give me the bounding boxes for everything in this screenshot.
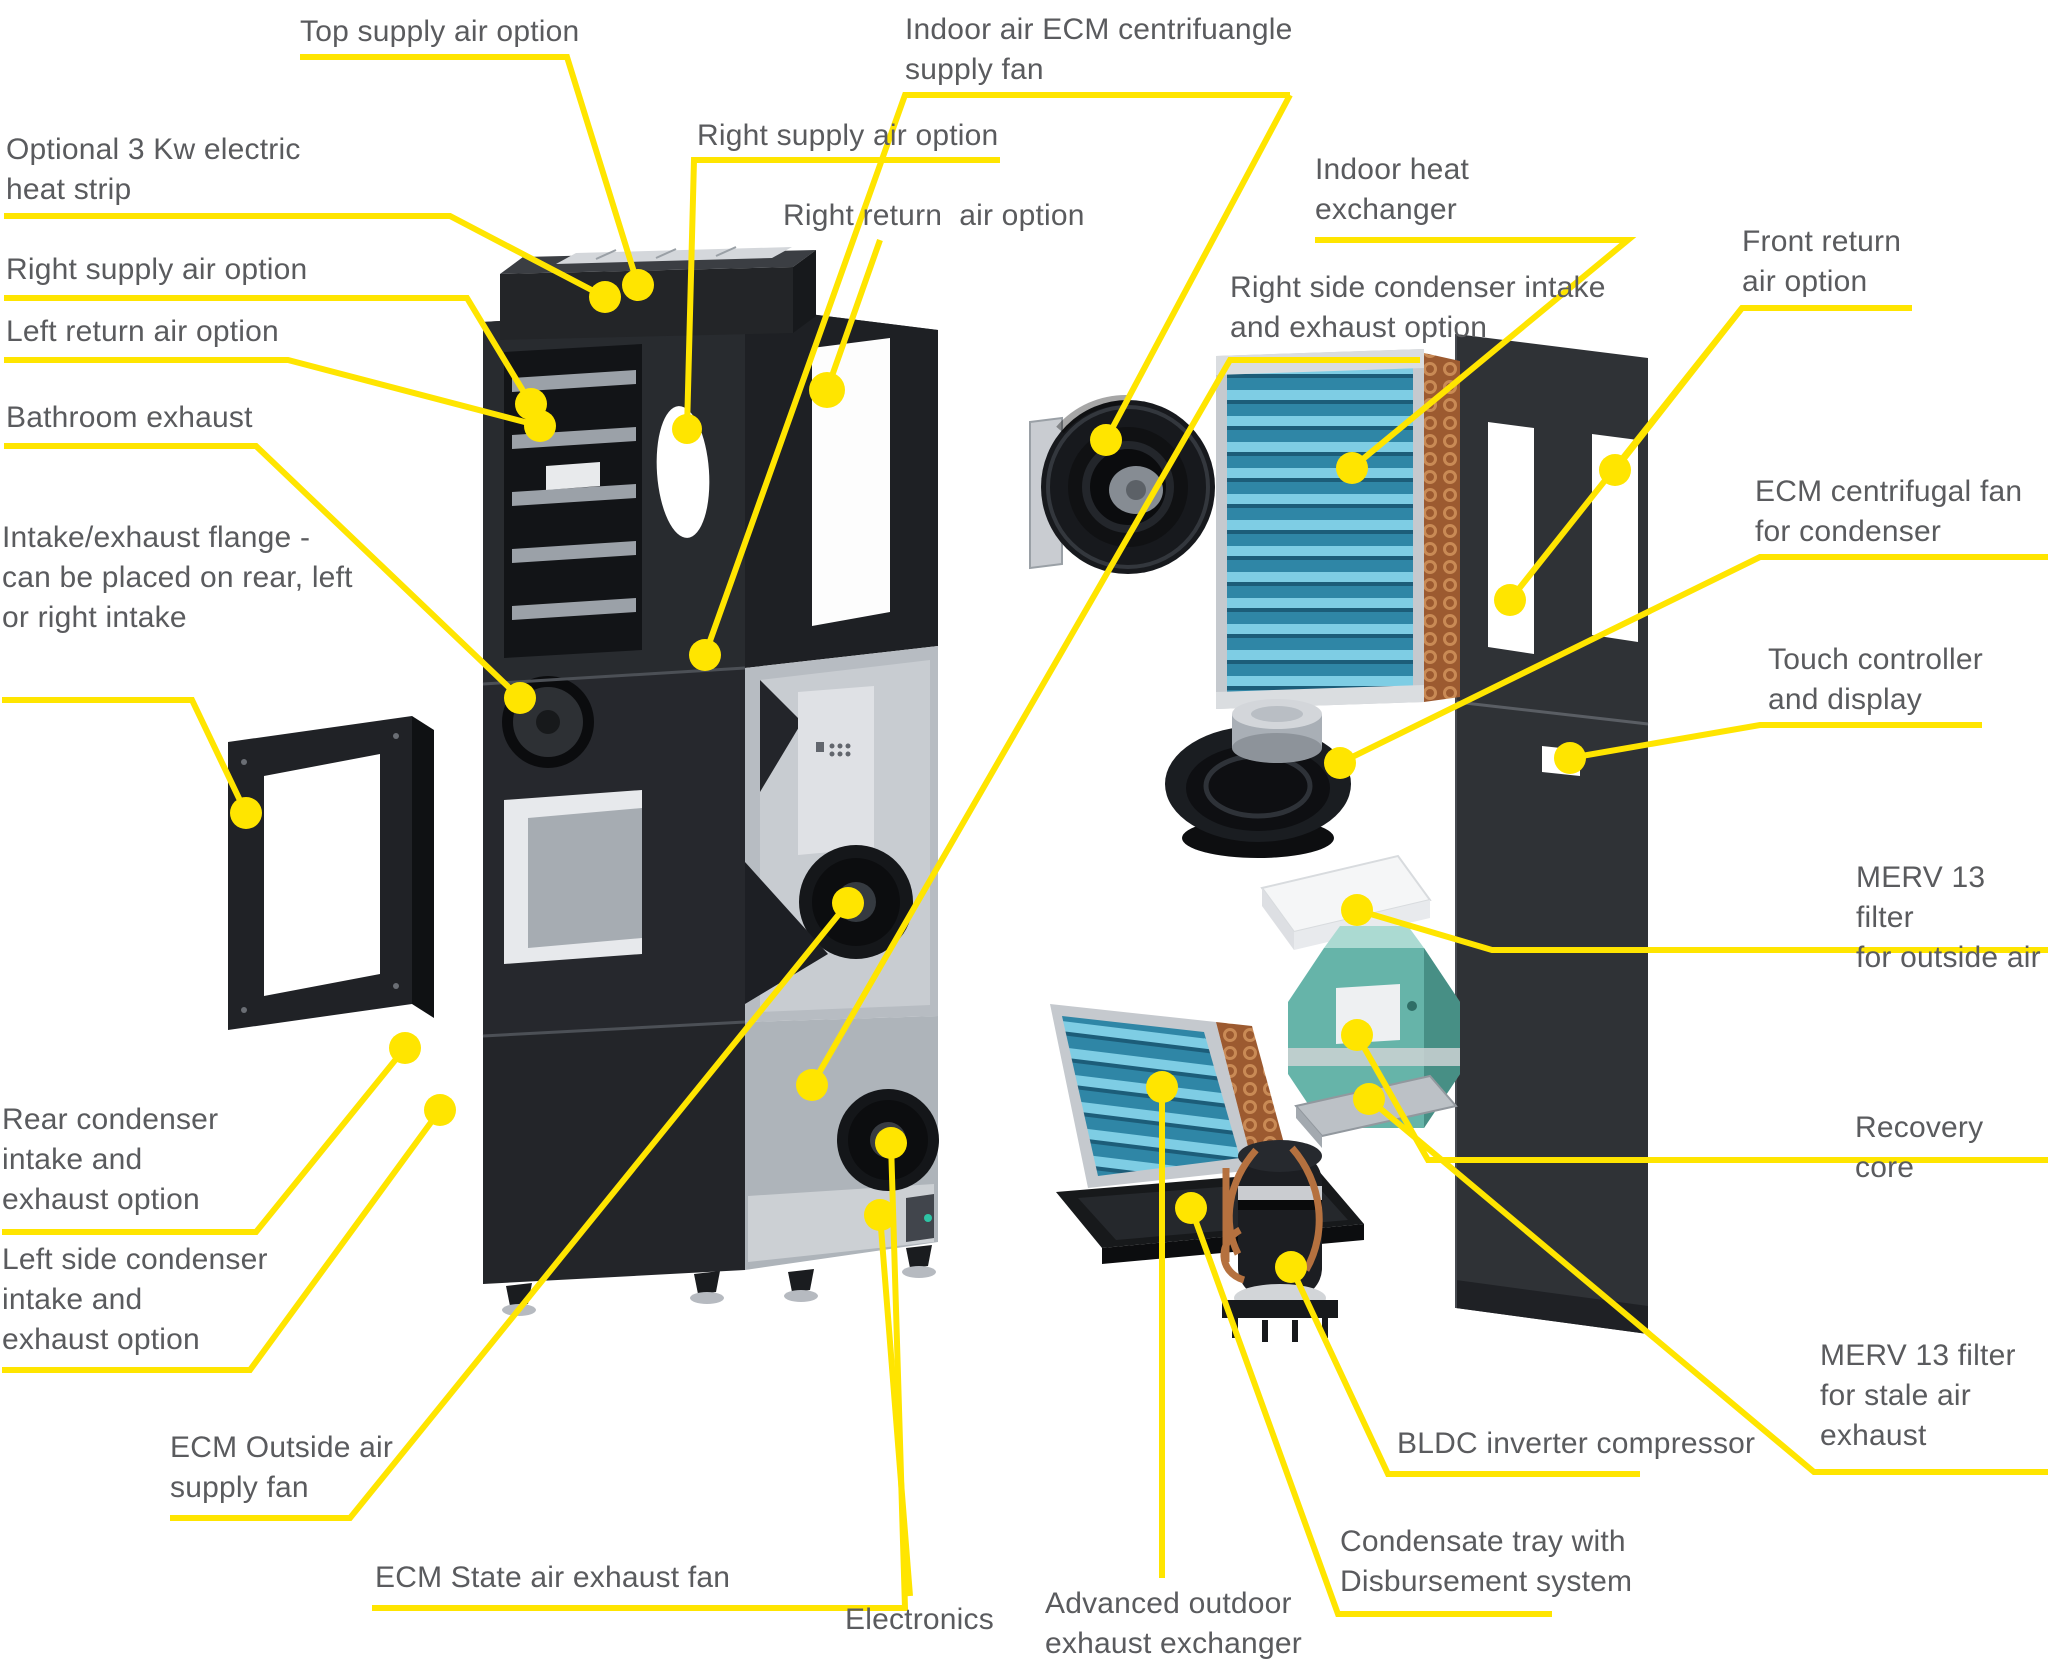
leader-indoor-fan-a (702, 92, 1290, 657)
main-unit-cabinet (482, 246, 939, 1316)
controller-board (798, 686, 874, 855)
dot-indoor-hx (1336, 452, 1368, 484)
leader-front-return-b (1507, 306, 1745, 602)
label-electronics: Electronics (845, 1603, 994, 1636)
indoor-supply-fan (1029, 394, 1215, 574)
leader-left-return (4, 357, 541, 429)
leader-recovery-core (1354, 1033, 2048, 1163)
label-front-return: Front return air option (1742, 225, 1902, 298)
dot-left-return (524, 410, 556, 442)
label-recovery-core: Recovery core (1855, 1111, 1992, 1184)
callout-dots (230, 269, 1631, 1283)
dot-electronics (864, 1199, 896, 1231)
label-ecm-state-fan: ECM State air exhaust fan (375, 1561, 731, 1594)
label-indoor-heat-exchanger: Indoor heat exchanger (1315, 153, 1469, 226)
front-return-slot-left (1488, 422, 1534, 654)
leader-right-supply-top (684, 157, 1000, 430)
upper-section (483, 306, 938, 684)
dot-recovery-core (1341, 1019, 1373, 1051)
leader-ecm-state-fan (372, 1142, 909, 1611)
dot-indoor-fan-a (689, 639, 721, 671)
dot-ecm-state-fan (875, 1127, 907, 1159)
label-advanced-outdoor: Advanced outdoor exhaust exchanger (1045, 1587, 1302, 1660)
leader-top-supply (300, 54, 641, 286)
middle-section (482, 646, 938, 1036)
indoor-heat-exchanger (1216, 349, 1460, 709)
label-ecm-condenser-fan: ECM centrifugal fan for condenser (1755, 475, 2023, 548)
label-left-side-condenser: Left side condenser intake and exhaust o… (2, 1243, 268, 1356)
leader-rear-condenser (2, 1046, 408, 1235)
label-rear-condenser: Rear condenser intake and exhaust option (2, 1103, 219, 1216)
dot-condensate-tray (1175, 1192, 1207, 1224)
label-left-return: Left return air option (6, 315, 279, 348)
leader-left-side-condenser (2, 1108, 443, 1373)
dot-right-return-top (809, 372, 845, 408)
dot-front-return-b (1494, 584, 1526, 616)
dot-optional-heat-strip (589, 281, 621, 313)
dot-merv-outside (1341, 894, 1373, 926)
dot-touch-controller (1554, 742, 1586, 774)
label-right-side-condenser: Right side condenser intake and exhaust … (1230, 271, 1606, 344)
label-bldc-compressor: BLDC inverter compressor (1397, 1427, 1756, 1460)
label-indoor-ecm-supply-fan: Indoor air ECM centrifuangle supply fan (905, 13, 1293, 86)
leveling-feet (502, 1245, 936, 1316)
intake-exhaust-flange (228, 716, 434, 1030)
leader-intake-flange (2, 697, 249, 815)
leader-touch-controller (1569, 722, 1982, 761)
leader-electronics (877, 1214, 913, 1597)
leader-ecm-outside-fan (170, 901, 851, 1521)
dot-front-return-a (1599, 454, 1631, 486)
label-optional-heat-strip: Optional 3 Kw electric heat strip (6, 133, 301, 206)
bottom-section (482, 1016, 939, 1316)
dot-ecm-outside-fan (832, 887, 864, 919)
leader-lines (2, 54, 2048, 1617)
leader-right-supply-left (4, 295, 534, 406)
leader-optional-heat-strip (4, 213, 607, 300)
label-right-supply-left: Right supply air option (6, 253, 308, 286)
leader-merv-outside (1356, 907, 2048, 953)
dot-right-side-condenser (796, 1069, 828, 1101)
leader-indoor-fan-b (1103, 93, 1293, 442)
dot-bldc (1275, 1251, 1307, 1283)
dot-intake-flange (230, 797, 262, 829)
electric-heat-strip (556, 247, 792, 264)
label-merv-stale: MERV 13 filter for stale air exhaust (1820, 1339, 2016, 1452)
label-condensate-tray: Condensate tray with Disbursement system (1340, 1525, 1633, 1598)
recair-logo (1407, 1001, 1417, 1011)
dot-rear-condenser (389, 1032, 421, 1064)
dot-ecm-condenser-fan (1324, 747, 1356, 779)
label-ecm-outside-fan: ECM Outside air supply fan (170, 1431, 394, 1504)
electronics-module (906, 1194, 934, 1242)
leader-right-side-condenser (809, 357, 1420, 1087)
dot-advanced-outdoor (1146, 1071, 1178, 1103)
label-touch-controller: Touch controller and display (1768, 643, 1983, 716)
label-right-return-top: Right return air option (783, 199, 1085, 232)
label-right-supply-top: Right supply air option (697, 119, 999, 152)
dot-top-supply (622, 269, 654, 301)
dot-left-side-condenser (424, 1094, 456, 1126)
condenser-centrifugal-fan (1165, 699, 1351, 858)
leader-indoor-hx (1315, 237, 1637, 471)
right-return-opening (812, 338, 890, 626)
leader-bldc (1288, 1265, 1640, 1477)
leader-ecm-condenser-fan (1338, 554, 2048, 766)
bldc-compressor (1220, 1140, 1338, 1342)
leader-bathroom-exhaust (4, 443, 523, 701)
label-merv-outside: MERV 13 filter for outside air (1856, 861, 2041, 974)
top-supply-box (500, 246, 816, 340)
leader-merv-stale (1367, 1096, 2048, 1475)
controller-logo (816, 742, 851, 757)
label-intake-flange: Intake/exhaust flange - can be placed on… (2, 521, 353, 634)
dot-right-supply-top (672, 414, 702, 444)
leader-front-return-a (1612, 305, 1912, 472)
label-bathroom-exhaust: Bathroom exhaust (6, 401, 253, 434)
dot-bathroom-exhaust (504, 682, 536, 714)
label-top-supply-air: Top supply air option (300, 15, 580, 48)
leader-right-return-top (824, 239, 883, 391)
dot-merv-stale (1353, 1083, 1385, 1115)
leader-condensate-tray (1188, 1206, 1552, 1617)
dot-indoor-fan-b (1090, 424, 1122, 456)
